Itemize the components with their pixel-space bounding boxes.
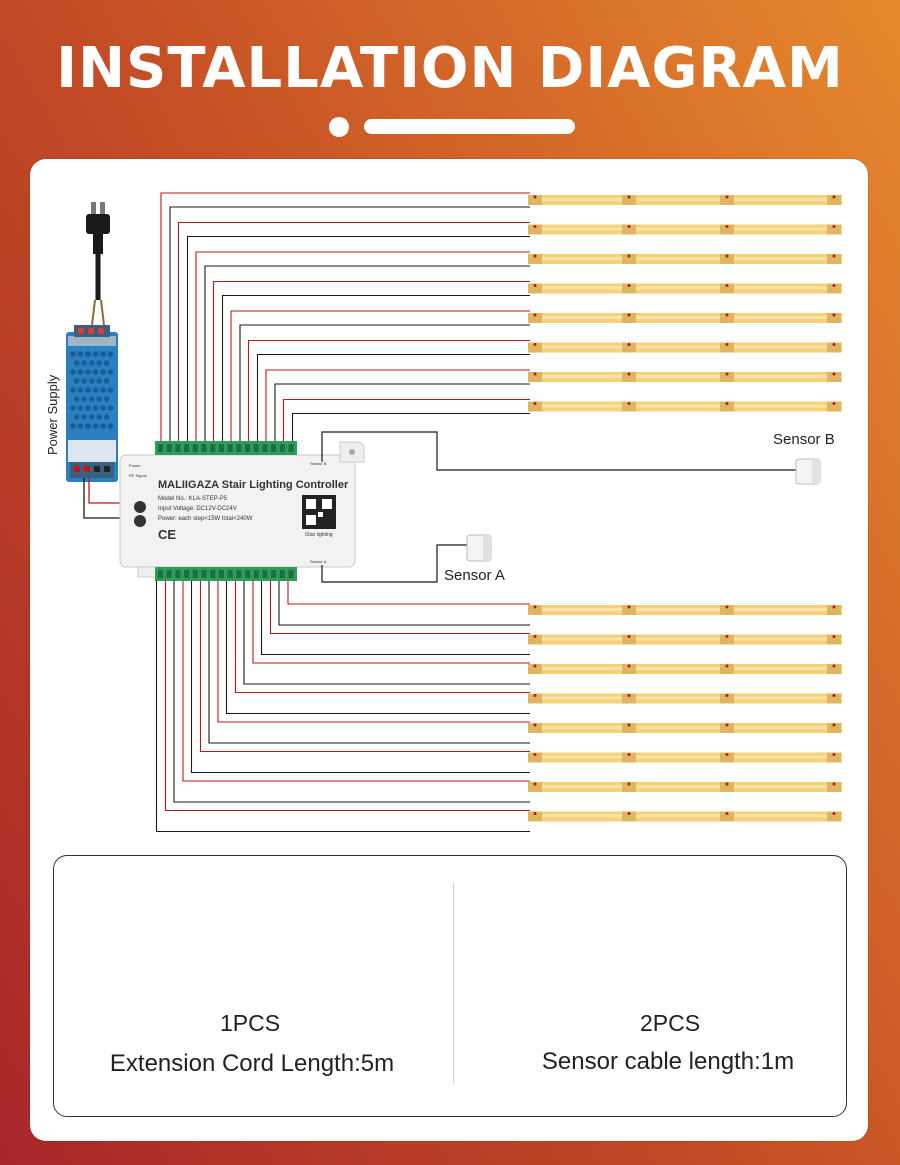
bottom-led-strip	[528, 693, 842, 704]
svg-text:CE: CE	[158, 527, 176, 542]
accessories-divider	[453, 883, 454, 1083]
controller-unit: CE	[119, 441, 365, 578]
bottom-led-strip	[528, 664, 842, 674]
top-led-strip	[528, 401, 842, 412]
port-sensor-b-label: Sensor B	[310, 461, 327, 466]
sensor-a-label: Sensor A	[444, 567, 505, 584]
power-supply-unit	[66, 325, 118, 482]
bottom-led-strip	[528, 723, 842, 733]
top-led-strip	[528, 254, 842, 264]
title-decoration-bar	[364, 119, 575, 134]
top-led-strip	[528, 283, 842, 294]
top-led-strip	[528, 342, 842, 353]
sensor-a-device	[466, 534, 492, 562]
controller-name: MALIIGAZA Stair Lighting Controller	[158, 479, 349, 491]
power-supply-label: Power Supply	[45, 374, 60, 455]
top-led-strip	[528, 372, 842, 382]
bottom-led-strip	[528, 811, 842, 822]
port-power-label: Power	[129, 463, 141, 468]
wires	[155, 192, 530, 833]
controller-app-label: iStar lighting	[305, 532, 333, 538]
sensor-cable-quantity: 2PCS	[639, 1010, 701, 1036]
top-led-strip	[528, 195, 842, 205]
page-title: INSTALLATION DIAGRAM	[56, 36, 844, 101]
top-led-strip	[528, 313, 842, 323]
bottom-led-strip	[528, 782, 842, 792]
terminal-block-top	[155, 441, 297, 455]
top-led-strip	[528, 224, 842, 235]
port-sensor-a-label: Sensor A	[310, 559, 327, 564]
port-rf-label: RF Signal	[129, 473, 147, 478]
extension-cord-description: Extension Cord Length:5m	[109, 1050, 395, 1077]
accessories-box	[53, 855, 847, 1117]
controller-input-voltage: Input Voltage: DC12V-DC24V	[158, 506, 237, 512]
extension-cord-quantity: 1PCS	[219, 1010, 281, 1036]
sensor-b-device	[795, 458, 821, 485]
bottom-led-strip	[528, 605, 842, 615]
controller-power: Power: each step<15W total<240W	[158, 516, 253, 522]
title-decoration-dot	[329, 117, 349, 137]
terminal-block-bottom	[155, 567, 297, 581]
sensor-cable-description: Sensor cable length:1m	[541, 1048, 795, 1075]
sensor-b-label: Sensor B	[773, 431, 835, 448]
bottom-led-strip	[528, 752, 842, 763]
plug-icon	[86, 202, 110, 326]
bottom-led-strip	[528, 634, 842, 645]
controller-model: Model No.: KLA-STEP-P5	[158, 496, 228, 502]
led-strips	[528, 195, 842, 822]
